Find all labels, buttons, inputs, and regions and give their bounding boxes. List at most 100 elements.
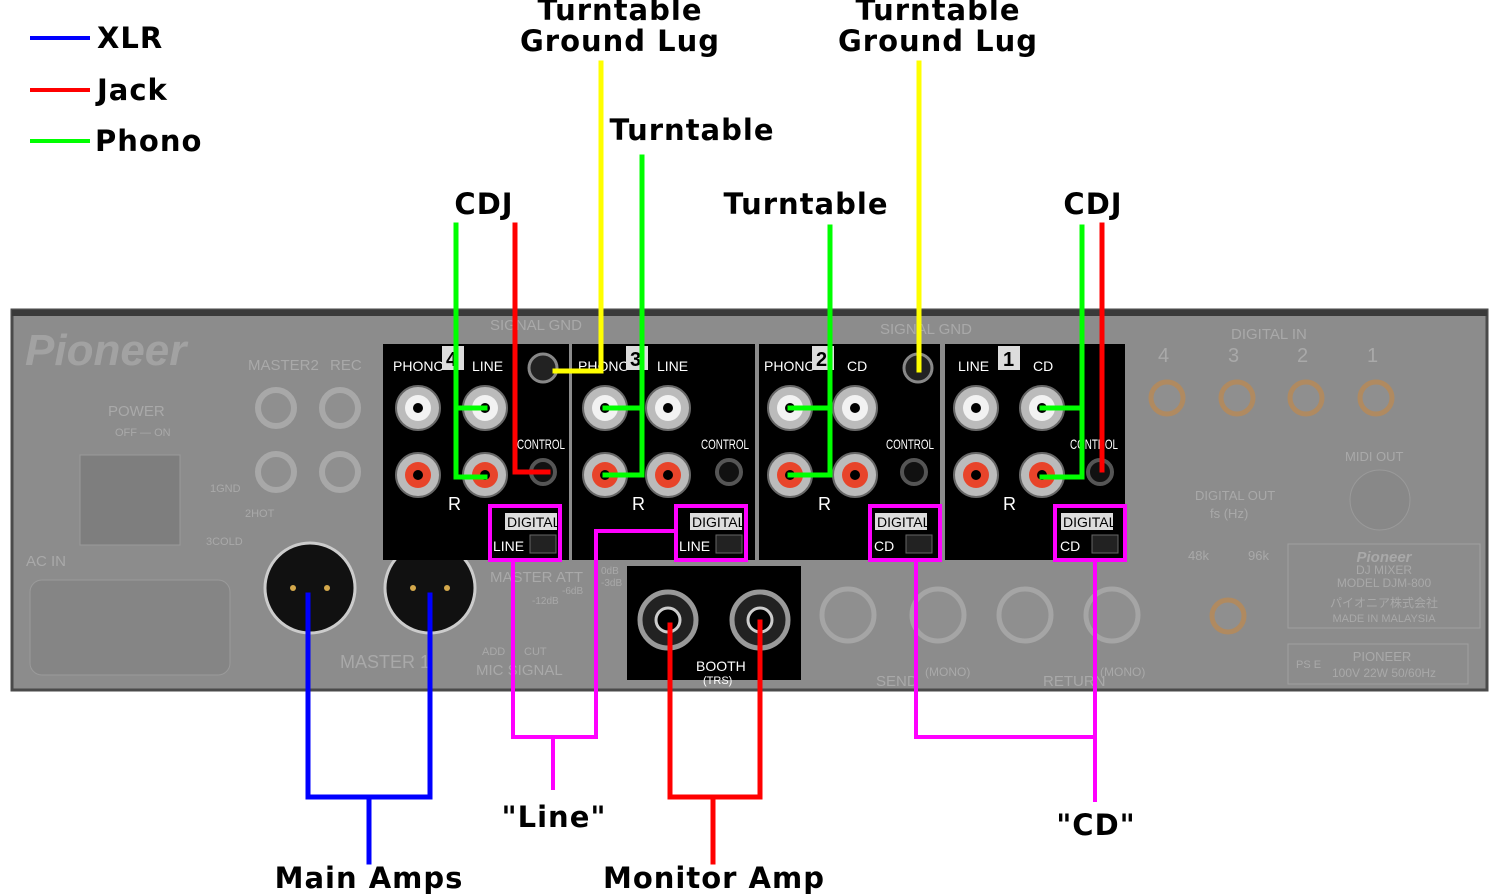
digital-in-2: 2 xyxy=(1297,345,1308,367)
digital-in-3: 3 xyxy=(1228,345,1239,367)
return-label: RETURN xyxy=(1043,673,1106,690)
svg-text:パイオニア株式会社: パイオニア株式会社 xyxy=(1330,595,1438,610)
fs-96k: 96k xyxy=(1248,548,1269,563)
channel-3-panel: PHONO 3 LINE CONTROL R DIGITAL LINE xyxy=(572,344,755,560)
model-plate: Pioneer DJ MIXER MODEL DJM-800 パイオニア株式会社… xyxy=(1287,543,1481,629)
line-label: LINE xyxy=(958,358,989,374)
line-label: LINE xyxy=(657,358,688,374)
att-level-12db: -12dB xyxy=(532,596,559,607)
legend: XLR Jack Phono xyxy=(30,21,202,158)
booth-output-panel: BOOTH (TRS) xyxy=(627,566,801,687)
att-level-3db: -3dB xyxy=(601,578,622,589)
rca-jack-hole xyxy=(663,470,673,480)
digital-switch-highlights xyxy=(488,504,1127,562)
switch-callout-lines xyxy=(511,529,1097,802)
send-mono-label: (MONO) xyxy=(925,665,970,679)
channel-number: 2 xyxy=(816,349,827,371)
fs-48k: 48k xyxy=(1188,548,1209,563)
master-att-label: MASTER ATT xyxy=(490,569,583,586)
rca-jack-hole xyxy=(413,470,423,480)
chassis-top-edge xyxy=(12,310,1487,316)
master2-label: MASTER2 xyxy=(248,357,319,374)
ground-wires xyxy=(552,60,922,374)
digital-label: DIGITAL xyxy=(1063,514,1117,530)
ground-terminals xyxy=(527,352,934,384)
rca-jack-hole xyxy=(413,403,423,413)
master2-rec-jacks xyxy=(255,387,361,493)
xlr-pin3-label: 3COLD xyxy=(206,536,243,548)
digital-label: DIGITAL xyxy=(507,514,561,530)
cd-label: CD xyxy=(847,358,867,374)
signal-gnd-label-2: SIGNAL GND xyxy=(880,321,972,338)
phono-wires xyxy=(453,154,1085,480)
ground-lug-2-label-line1: Turntable xyxy=(856,0,1021,27)
switch-label: LINE xyxy=(679,538,710,554)
rec-label: REC xyxy=(330,357,362,374)
digital-label: DIGITAL xyxy=(877,514,931,530)
control-label: CONTROL xyxy=(701,436,749,452)
turntable-top-label: Turntable xyxy=(610,113,775,147)
turntable-mid-label: Turntable xyxy=(724,187,889,221)
phono-label: PHONO xyxy=(393,358,444,374)
ac-inlet xyxy=(29,579,231,676)
digital-in-4: 4 xyxy=(1158,345,1169,367)
svg-text:Pioneer: Pioneer xyxy=(1356,549,1412,566)
ground-lug-1-label-line1: Turntable xyxy=(538,0,703,27)
digital-label: DIGITAL xyxy=(692,514,746,530)
digital-switch[interactable] xyxy=(715,534,743,554)
control-label: CONTROL xyxy=(886,436,934,452)
power-switch xyxy=(79,454,181,546)
mic-signal-label: MIC SIGNAL xyxy=(476,662,563,679)
digital-switch[interactable] xyxy=(529,534,557,554)
rca-jack-hole xyxy=(663,403,673,413)
att-level-6db: -6dB xyxy=(562,586,583,597)
r-label: R xyxy=(448,494,461,514)
main-amps-label: Main Amps xyxy=(275,861,464,895)
channel-1-panel: LINE 1 CD CONTROL R DIGITAL CD xyxy=(945,344,1125,560)
rca-jack-hole xyxy=(971,470,981,480)
legend-phono-label: Phono xyxy=(95,124,202,158)
xlr-pin1-label: 1GND xyxy=(210,483,241,495)
svg-text:DJ MIXER: DJ MIXER xyxy=(1356,563,1412,577)
cd-setting-label: "CD" xyxy=(1056,808,1136,842)
svg-text:PS E: PS E xyxy=(1296,659,1321,671)
digital-in-jacks xyxy=(1148,379,1395,417)
cd-label: CD xyxy=(1033,358,1053,374)
monitor-amp-label: Monitor Amp xyxy=(603,861,825,895)
legend-jack-label: Jack xyxy=(95,73,168,107)
power-label: POWER xyxy=(108,403,165,420)
midi-out-label: MIDI OUT xyxy=(1345,449,1404,464)
return-mono-label: (MONO) xyxy=(1100,665,1145,679)
ground-lug-2-label-line2: Ground Lug xyxy=(838,24,1038,58)
control-label: CONTROL xyxy=(517,436,565,452)
switch-label: LINE xyxy=(493,538,524,554)
svg-text:PIONEER: PIONEER xyxy=(1353,649,1412,664)
line-label: LINE xyxy=(472,358,503,374)
legend-xlr-label: XLR xyxy=(97,21,163,55)
digital-in-1: 1 xyxy=(1367,345,1378,367)
rating-plate: PS E PIONEER 100V 22W 50/60Hz xyxy=(1287,643,1469,685)
switch-label: CD xyxy=(874,538,894,554)
mic-mode-cut: CUT xyxy=(524,646,547,658)
att-level-0db: 0dB xyxy=(601,566,619,577)
svg-text:MODEL DJM-800: MODEL DJM-800 xyxy=(1337,576,1432,590)
svg-text:100V 22W 50/60Hz: 100V 22W 50/60Hz xyxy=(1332,666,1436,680)
control-label: CONTROL xyxy=(1070,436,1118,452)
midi-out-port xyxy=(1349,469,1411,531)
power-states-label: OFF — ON xyxy=(115,427,171,439)
digital-out-label: DIGITAL OUT xyxy=(1195,488,1275,503)
ground-lug-1-label-line2: Ground Lug xyxy=(520,24,720,58)
line-setting-label: "Line" xyxy=(502,800,607,834)
digital-switch[interactable] xyxy=(1091,534,1119,554)
send-return-jacks xyxy=(819,586,1141,644)
digital-switch[interactable] xyxy=(905,534,933,554)
digital-out-jack xyxy=(1209,597,1247,635)
booth-label: BOOTH xyxy=(696,658,746,674)
cdj-left-label: CDJ xyxy=(454,187,513,221)
r-label: R xyxy=(1003,494,1016,514)
send-label: SEND xyxy=(876,673,918,690)
pioneer-logo: Pioneer xyxy=(25,326,189,375)
rca-jack-hole xyxy=(850,403,860,413)
ac-in-label: AC IN xyxy=(26,553,66,570)
